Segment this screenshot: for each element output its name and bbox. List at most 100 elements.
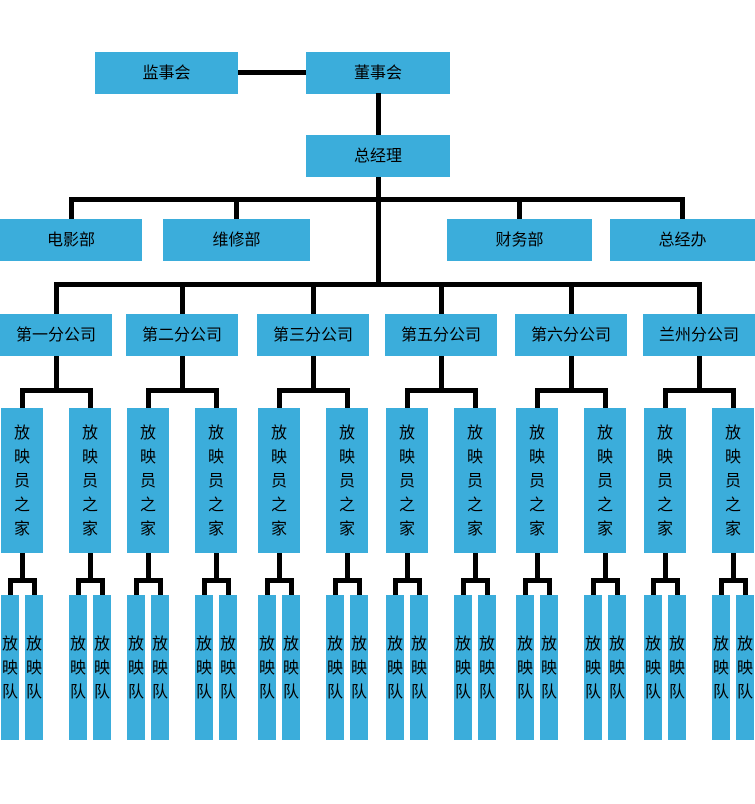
- node-label: 放映员之家: [597, 422, 614, 538]
- connector-line: [356, 578, 362, 595]
- home-node: 放映员之家: [712, 408, 754, 553]
- connector-line: [276, 388, 350, 393]
- connector-line: [416, 578, 422, 595]
- home-node: 放映员之家: [195, 408, 237, 553]
- node-board-of-directors: 董事会: [306, 52, 450, 94]
- home-node: 放映员之家: [127, 408, 169, 553]
- branch-node: 第一分公司: [0, 314, 112, 356]
- node-label: 放映队: [713, 633, 730, 701]
- connector-line: [75, 578, 81, 595]
- connector-line: [7, 578, 13, 595]
- node-label: 维修部: [212, 230, 261, 249]
- connector-line: [344, 388, 350, 408]
- node-label: 放映队: [411, 633, 428, 701]
- team-node: 放映队: [410, 595, 428, 740]
- connector-line: [546, 578, 552, 595]
- connector-line: [310, 282, 316, 314]
- node-department-finance: 财务部: [447, 219, 592, 261]
- team-node: 放映队: [1, 595, 19, 740]
- connector-line: [718, 578, 748, 583]
- node-department-gm-office: 总经办: [610, 219, 755, 261]
- node-label: 董事会: [353, 63, 402, 82]
- node-label: 放映队: [585, 633, 602, 701]
- node-label: 放映队: [645, 633, 662, 701]
- node-department-maintenance: 维修部: [163, 219, 310, 261]
- home-node: 放映员之家: [454, 408, 496, 553]
- connector-line: [460, 578, 490, 583]
- node-label: 放映队: [351, 633, 368, 701]
- node-label: 放映员之家: [399, 422, 416, 538]
- node-label: 第一分公司: [15, 325, 96, 344]
- connector-line: [392, 578, 398, 595]
- team-node: 放映队: [282, 595, 300, 740]
- connector-line: [332, 578, 338, 595]
- connector-line: [145, 388, 151, 408]
- connector-line: [87, 388, 93, 408]
- connector-line: [332, 578, 362, 583]
- team-node: 放映队: [668, 595, 686, 740]
- connector-line: [87, 553, 93, 583]
- connector-line: [484, 578, 490, 595]
- connector-line: [472, 553, 478, 583]
- connector-line: [534, 388, 608, 393]
- node-label: 放映队: [70, 633, 87, 701]
- node-label: 放映队: [455, 633, 472, 701]
- team-node: 放映队: [326, 595, 344, 740]
- team-node: 放映队: [93, 595, 111, 740]
- node-label: 放映员之家: [657, 422, 674, 538]
- node-label: 第二分公司: [141, 325, 222, 344]
- node-label: 放映员之家: [339, 422, 356, 538]
- connector-line: [696, 282, 702, 314]
- node-label: 放映员之家: [271, 422, 288, 538]
- node-label: 总经办: [658, 230, 707, 249]
- connector-line: [145, 388, 219, 393]
- team-node: 放映队: [151, 595, 169, 740]
- connector-line: [534, 553, 540, 583]
- connector-line: [472, 388, 478, 408]
- team-node: 放映队: [540, 595, 558, 740]
- home-node: 放映员之家: [69, 408, 111, 553]
- connector-line: [568, 356, 574, 393]
- team-node: 放映队: [478, 595, 496, 740]
- connector-line: [234, 197, 239, 219]
- connector-line: [276, 553, 282, 583]
- connector-line: [264, 578, 270, 595]
- connector-line: [602, 388, 608, 408]
- team-node: 放映队: [454, 595, 472, 740]
- connector-line: [75, 578, 105, 583]
- connector-line: [201, 578, 207, 595]
- connector-line: [662, 388, 668, 408]
- team-node: 放映队: [386, 595, 404, 740]
- branch-node: 第五分公司: [385, 314, 497, 356]
- connector-line: [590, 578, 620, 583]
- connector-line: [19, 553, 25, 583]
- node-general-manager: 总经理: [306, 135, 450, 177]
- node-label: 放映队: [26, 633, 43, 701]
- home-node: 放映员之家: [584, 408, 626, 553]
- connector-line: [730, 388, 736, 408]
- node-label: 放映队: [283, 633, 300, 701]
- connector-line: [522, 578, 552, 583]
- branch-node: 兰州分公司: [643, 314, 755, 356]
- connector-line: [602, 553, 608, 583]
- connector-line: [225, 578, 231, 595]
- node-label: 放映员之家: [467, 422, 484, 538]
- connector-line: [53, 282, 702, 287]
- node-label: 第六分公司: [530, 325, 611, 344]
- connector-line: [404, 553, 410, 583]
- node-label: 放映队: [387, 633, 404, 701]
- connector-line: [19, 388, 93, 393]
- node-label: 放映队: [737, 633, 754, 701]
- connector-line: [99, 578, 105, 595]
- connector-line: [68, 197, 685, 202]
- node-label: 放映员之家: [82, 422, 99, 538]
- connector-line: [460, 578, 466, 595]
- connector-line: [133, 578, 139, 595]
- connector-line: [375, 93, 381, 136]
- connector-line: [568, 282, 574, 314]
- connector-line: [344, 553, 350, 583]
- connector-line: [392, 578, 422, 583]
- node-label: 放映队: [128, 633, 145, 701]
- node-label: 财务部: [495, 230, 544, 249]
